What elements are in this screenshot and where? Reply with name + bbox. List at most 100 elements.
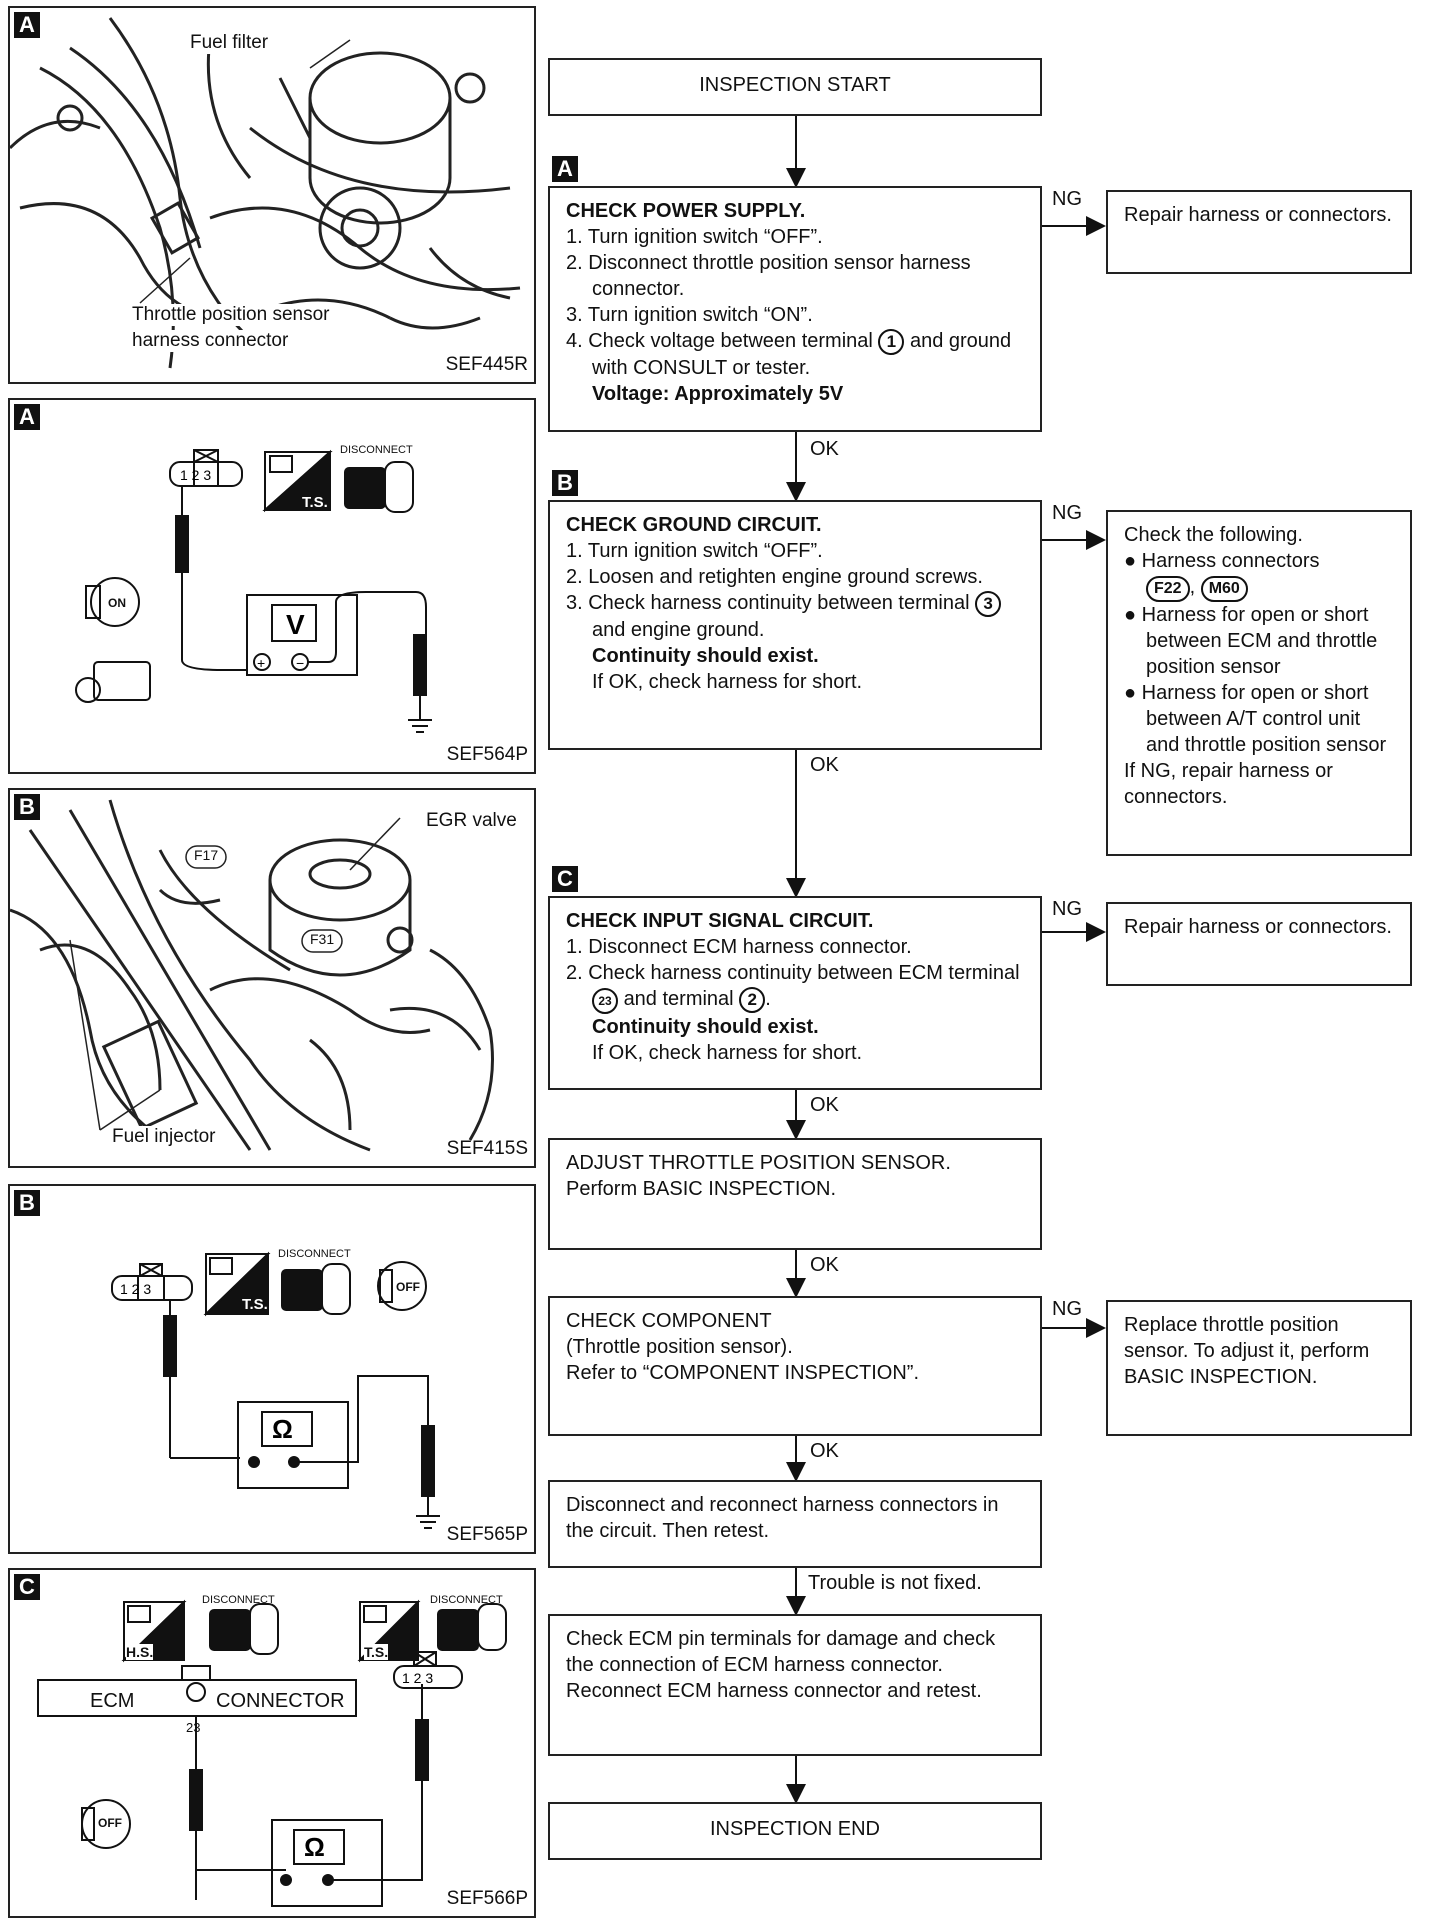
spec-line: Continuity should exist. xyxy=(592,1016,819,1038)
step-title: CHECK INPUT SIGNAL CIRCUIT. xyxy=(566,910,874,932)
step-line: 1. Turn ignition switch “OFF”. xyxy=(566,540,823,562)
pins-text: 1 2 3 xyxy=(180,467,211,483)
hs-label: H.S. xyxy=(126,1644,154,1660)
engine-illustration xyxy=(10,799,494,1152)
ok-label: OK xyxy=(810,1094,839,1116)
svg-text:1 2 3: 1 2 3 xyxy=(402,1670,433,1686)
connector-m60-badge: M60 xyxy=(1200,576,1248,602)
figure-id: SEF415S xyxy=(446,1138,528,1159)
note-line: If OK, check harness for short. xyxy=(592,1042,863,1064)
ecm-pin-check-box: Check ECM pin terminals for damage and c… xyxy=(548,1614,1042,1756)
spec-line: Continuity should exist. xyxy=(592,645,819,667)
step-line-4: 4. Check voltage between terminal 1 and … xyxy=(566,328,1024,381)
step-line-2: 2. Check harness continuity between ECM … xyxy=(566,960,1024,1014)
list-text: Harness for open or short between A/T co… xyxy=(1141,682,1387,756)
panel-tag: B xyxy=(14,1190,40,1216)
meter-letter: V xyxy=(286,609,305,640)
check-power-supply-box: CHECK POWER SUPPLY. 1. Turn ignition swi… xyxy=(548,186,1042,432)
adjust-line-2: Perform BASIC INSPECTION. xyxy=(566,1178,837,1200)
check-ground-circuit-box: CHECK GROUND CIRCUIT. 1. Turn ignition s… xyxy=(548,500,1042,750)
check-following-box: Check the following. ● Harness connector… xyxy=(1106,510,1412,856)
ng-label: NG xyxy=(1052,1298,1082,1320)
step-line: 2. Disconnect throttle position sensor h… xyxy=(566,252,971,300)
step-text: 2. Check harness continuity between ECM … xyxy=(566,962,1020,984)
ecm-label: ECM xyxy=(90,1690,135,1712)
terminal-number: 2 xyxy=(739,987,766,1013)
spec-line: Voltage: Approximately 5V xyxy=(592,383,844,405)
adjust-line-1: ADJUST THROTTLE POSITION SENSOR. xyxy=(566,1152,951,1174)
disconnect-label: DISCONNECT xyxy=(340,444,413,456)
continuity-check-panel-ecm: 1 2 3 Ω C ECM CONNECTOR 23 DISCONNECT DI… xyxy=(8,1568,536,1918)
continuity-check-panel-ground: 1 2 3 Ω B DISCONNECT T.S. OFF SEF565P xyxy=(8,1184,536,1554)
engine-photo-panel-egr: B EGR valve F17 F31 Fuel injector SEF415… xyxy=(8,788,536,1168)
reconnect-box: Disconnect and reconnect harness connect… xyxy=(548,1480,1042,1568)
svg-text:−: − xyxy=(296,655,304,671)
egr-valve-label: EGR valve xyxy=(424,810,519,832)
disconnect-label-2: DISCONNECT xyxy=(430,1594,503,1606)
ignition-off-label: OFF xyxy=(98,1816,122,1830)
ignition-on-label: ON xyxy=(108,596,126,610)
not-fixed-label: Trouble is not fixed. xyxy=(808,1572,982,1594)
svg-text:1 2 3: 1 2 3 xyxy=(120,1281,151,1297)
fuel-filter-label: Fuel filter xyxy=(188,32,271,54)
pin-23-label: 23 xyxy=(186,1720,201,1735)
ok-label: OK xyxy=(810,1440,839,1462)
step-text: and engine ground. xyxy=(592,619,765,641)
step-title: CHECK GROUND CIRCUIT. xyxy=(566,514,822,536)
note-line: If OK, check harness for short. xyxy=(592,671,863,693)
disconnect-label: DISCONNECT xyxy=(278,1248,351,1260)
step-tag-c: C xyxy=(552,866,578,892)
voltage-check-panel: 1 2 3 V + − A DISCONNECT T.S. ON SEF564P xyxy=(8,398,536,774)
panel-tag: A xyxy=(14,404,40,430)
ok-label: OK xyxy=(810,1254,839,1276)
step-text: and ground with CONSULT or tester. xyxy=(592,330,1012,379)
list-foot: If NG, repair harness or connectors. xyxy=(1124,760,1333,808)
terminal-number: 23 xyxy=(592,988,618,1014)
repair-harness-box-c: Repair harness or connectors. xyxy=(1106,902,1412,986)
component-line-2: (Throttle position sensor). xyxy=(566,1336,793,1358)
figure-id: SEF566P xyxy=(446,1888,528,1909)
step-text: 4. Check voltage between terminal xyxy=(566,330,873,352)
step-line: 1. Disconnect ECM harness connector. xyxy=(566,936,912,958)
figure-id: SEF564P xyxy=(446,744,528,765)
ng-label: NG xyxy=(1052,188,1082,210)
list-text: Harness connectors xyxy=(1141,550,1320,572)
resistance-diagram: 1 2 3 Ω xyxy=(111,1251,440,1529)
step-text: 3. Check harness continuity between term… xyxy=(566,592,970,614)
svg-text:Ω: Ω xyxy=(272,1414,293,1444)
step-title: CHECK POWER SUPPLY. xyxy=(566,200,806,222)
step-line: 3. Turn ignition switch “ON”. xyxy=(566,304,813,326)
connector-f31-label: F31 xyxy=(310,931,335,947)
disconnect-label-1: DISCONNECT xyxy=(202,1594,275,1606)
sensor-label-line1: Throttle position sensor xyxy=(130,304,332,326)
list-item: ● Harness for open or short between A/T … xyxy=(1124,682,1387,756)
panel-tag: C xyxy=(14,1574,40,1600)
svg-text:+: + xyxy=(257,655,265,671)
adjust-sensor-box: ADJUST THROTTLE POSITION SENSOR. Perform… xyxy=(548,1138,1042,1250)
ts-label: T.S. xyxy=(242,1296,268,1313)
step-text: and terminal xyxy=(623,988,734,1010)
ecm-resistance-diagram: 1 2 3 Ω xyxy=(37,1599,507,1907)
step-line: 1. Turn ignition switch “OFF”. xyxy=(566,226,823,248)
figure-id: SEF445R xyxy=(445,354,528,375)
check-input-signal-box: CHECK INPUT SIGNAL CIRCUIT. 1. Disconnec… xyxy=(548,896,1042,1090)
voltage-diagram: 1 2 3 V + − xyxy=(75,449,432,733)
figure-id: SEF565P xyxy=(446,1524,528,1545)
connector-f22-badge: F22 xyxy=(1146,576,1190,602)
step-tag-b: B xyxy=(552,470,578,496)
panel-tag: A xyxy=(14,12,40,38)
ok-label: OK xyxy=(810,438,839,460)
svg-text:Ω: Ω xyxy=(304,1832,325,1862)
list-head: Check the following. xyxy=(1124,524,1303,546)
ng-label: NG xyxy=(1052,898,1082,920)
ng-label: NG xyxy=(1052,502,1082,524)
connector-f17-label: F17 xyxy=(194,847,219,863)
engine-photo-panel-fuel-filter: A Fuel filter Throttle position sensor h… xyxy=(8,6,536,384)
connector-label: CONNECTOR xyxy=(216,1690,345,1712)
list-text: Harness for open or short between ECM an… xyxy=(1141,604,1378,678)
repair-harness-box-a: Repair harness or connectors. xyxy=(1106,190,1412,274)
panel-tag: B xyxy=(14,794,40,820)
inspection-start-box: INSPECTION START xyxy=(548,58,1042,116)
component-line-1: CHECK COMPONENT xyxy=(566,1310,772,1332)
